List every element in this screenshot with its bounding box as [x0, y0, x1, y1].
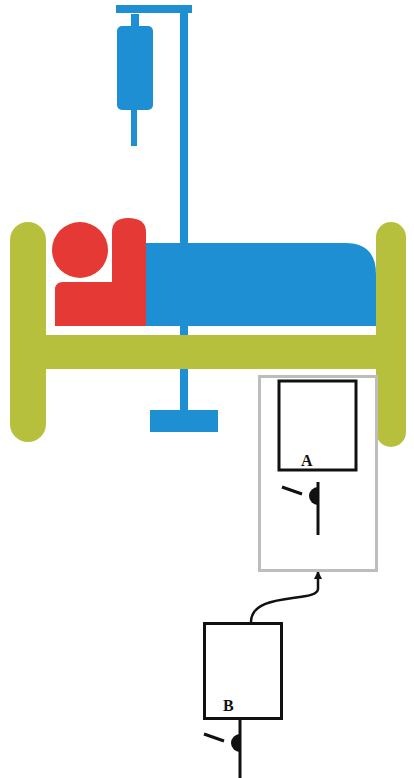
signal-arrow [251, 572, 318, 622]
device-frame: A [258, 375, 378, 572]
iv-tube [131, 110, 137, 146]
switch-knob [309, 487, 318, 505]
bed-footboard [376, 222, 406, 447]
device-label: B [223, 698, 234, 714]
iv-bag-hanger [131, 14, 139, 28]
bed-frame [44, 335, 378, 369]
device-box: B [203, 622, 283, 720]
device-label: A [301, 453, 313, 469]
device-box [279, 381, 356, 470]
switch-tick [204, 734, 224, 741]
patient-head [52, 222, 108, 278]
patient-body [55, 218, 146, 326]
switch-tick [282, 487, 302, 494]
switch-knob [231, 734, 240, 752]
blanket [146, 243, 376, 326]
bed-headboard [10, 222, 46, 442]
iv-bag [117, 26, 153, 110]
iv-pole-base [150, 410, 218, 432]
